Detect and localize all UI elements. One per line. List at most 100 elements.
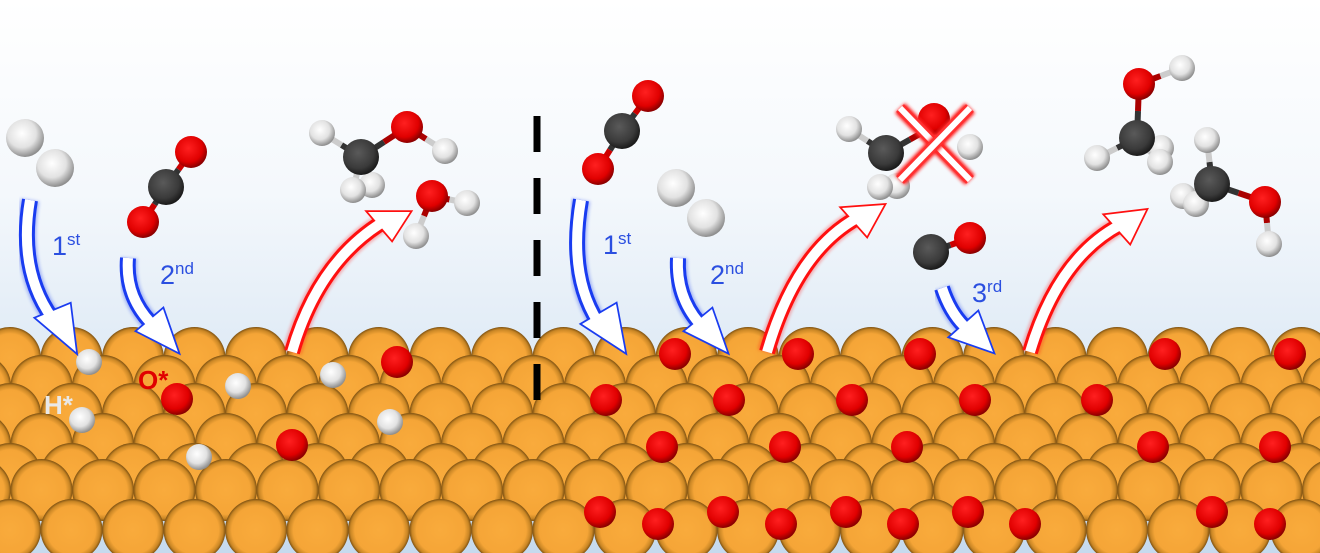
right-step-3-label: 3rd: [972, 277, 1003, 308]
carbon-atom: [1194, 166, 1230, 202]
adsorbed-oxygen-atom: [765, 508, 797, 540]
adsorbed-oxygen-atom: [782, 338, 814, 370]
hydrogen-atom: [1194, 127, 1220, 153]
hydrogen-atom: [432, 138, 458, 164]
right-methanol-product-2: [1170, 127, 1282, 257]
adsorbed-oxygen-atom: [642, 508, 674, 540]
hydrogen-atom: [6, 119, 44, 157]
oxygen-atom: [1123, 68, 1155, 100]
adsorbed-hydrogen-label: H*: [44, 390, 73, 420]
right-co-molecule: [913, 222, 986, 270]
adsorbed-oxygen-atom: [276, 429, 308, 461]
adsorbed-hydrogen-atom: [225, 373, 251, 399]
copper-row-7: [0, 499, 1320, 553]
hydrogen-atom: [36, 149, 74, 187]
copper-atom: [471, 499, 533, 553]
adsorbed-oxygen-label: O*: [138, 365, 169, 395]
oxygen-atom: [954, 222, 986, 254]
copper-atom: [778, 499, 841, 553]
adsorbed-hydrogen-atom: [377, 409, 403, 435]
adsorbed-oxygen-atom: [891, 431, 923, 463]
carbon-atom: [868, 135, 904, 171]
adsorbed-oxygen-atom: [707, 496, 739, 528]
carbon-atom: [604, 113, 640, 149]
adsorbed-oxygen-atom: [952, 496, 984, 528]
hydrogen-atom: [657, 169, 695, 207]
adsorbed-oxygen-atom: [1137, 431, 1169, 463]
copper-atom: [655, 499, 718, 553]
adsorbed-oxygen-atom: [1009, 508, 1041, 540]
surface-adsorbates: [69, 338, 1306, 540]
right-step-1-label: 1st: [603, 229, 632, 260]
hydrogen-atom: [957, 134, 983, 160]
adsorption-arrow-right-2: [668, 257, 731, 356]
copper-atom: [348, 499, 410, 553]
adsorbed-oxygen-atom: [836, 384, 868, 416]
hydrogen-atom: [867, 174, 893, 200]
adsorbed-hydrogen-atom: [76, 349, 102, 375]
hydrogen-atom: [340, 177, 366, 203]
hydrogen-atom: [836, 116, 862, 142]
hydrogen-atom: [403, 223, 429, 249]
hydrogen-atom: [1256, 231, 1282, 257]
adsorbed-oxygen-atom: [830, 496, 862, 528]
right-methanol-product-1: [1084, 55, 1195, 175]
hydrogen-atom: [1084, 145, 1110, 171]
copper-atom: [1024, 499, 1087, 553]
adsorption-arrow-right-1: [567, 198, 628, 356]
adsorption-arrow-left-1: [17, 198, 79, 357]
adsorbed-hydrogen-atom: [186, 444, 212, 470]
left-methanol-product: [309, 111, 458, 203]
left-step-2-label: 2nd: [160, 259, 194, 290]
desorption-arrow-right-2: [1020, 207, 1149, 355]
oxygen-atom: [632, 80, 664, 112]
copper-atom: [0, 499, 41, 553]
adsorption-arrow-left-2: [118, 257, 182, 356]
adsorbed-oxygen-atom: [904, 338, 936, 370]
desorption-arrow-right-1: [757, 203, 888, 355]
adsorbed-oxygen-atom: [1149, 338, 1181, 370]
adsorbed-oxygen-atom: [959, 384, 991, 416]
copper-atom: [40, 499, 103, 553]
carbon-atom: [148, 169, 184, 205]
right-h2-molecule: [657, 169, 725, 237]
hydrogen-atom: [454, 190, 480, 216]
hydrogen-atom: [687, 199, 725, 237]
left-h2-molecule: [6, 119, 74, 187]
adsorbed-oxygen-atom: [646, 431, 678, 463]
copper-atom: [163, 499, 226, 553]
copper-atom: [1270, 499, 1320, 553]
copper-atom: [1086, 499, 1148, 553]
adsorbed-oxygen-atom: [1259, 431, 1291, 463]
left-step-1-label: 1st: [52, 230, 81, 261]
left-co2-molecule: [127, 136, 207, 238]
oxygen-atom: [175, 136, 207, 168]
copper-atom: [532, 499, 595, 553]
adsorbed-oxygen-atom: [713, 384, 745, 416]
copper-atom: [1147, 499, 1210, 553]
adsorbed-oxygen-atom: [381, 346, 413, 378]
oxygen-atom: [416, 180, 448, 212]
hydrogen-atom: [309, 120, 335, 146]
adsorbed-oxygen-atom: [887, 508, 919, 540]
right-co2-molecule: [582, 80, 664, 185]
adsorbed-oxygen-atom: [584, 496, 616, 528]
copper-atom: [102, 499, 164, 553]
copper-atom: [409, 499, 472, 553]
hydrogen-atom: [1169, 55, 1195, 81]
adsorbed-oxygen-atom: [1196, 496, 1228, 528]
gas-phase-molecules: [6, 55, 1282, 270]
oxygen-atom: [391, 111, 423, 143]
left-water-product: [403, 180, 480, 249]
adsorbed-oxygen-atom: [161, 383, 193, 415]
adsorbed-oxygen-atom: [659, 338, 691, 370]
carbon-atom: [913, 234, 949, 270]
adsorbed-hydrogen-atom: [320, 362, 346, 388]
right-blocked-product: [836, 103, 983, 200]
desorption-arrow-left: [282, 210, 414, 355]
adsorbed-oxygen-atom: [1274, 338, 1306, 370]
carbon-atom: [343, 139, 379, 175]
hydrogen-atom: [1147, 149, 1173, 175]
adsorbed-oxygen-atom: [769, 431, 801, 463]
